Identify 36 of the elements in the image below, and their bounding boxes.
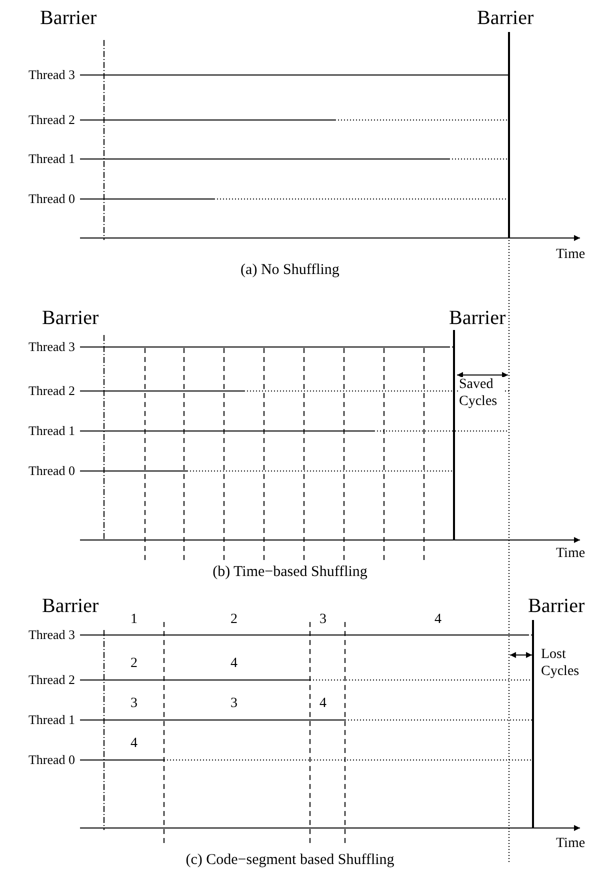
segment-number: 3 bbox=[130, 697, 138, 711]
segment-number: 2 bbox=[130, 657, 138, 671]
interval-label: Lost Cycles bbox=[541, 647, 581, 681]
thread-label: Thread 0 bbox=[28, 753, 75, 766]
axis-label: Time bbox=[556, 837, 586, 851]
barrier-label: Barrier bbox=[42, 596, 99, 616]
thread-label: Thread 3 bbox=[28, 68, 75, 81]
interval-label: Saved Cycles bbox=[459, 377, 505, 411]
thread-label: Thread 0 bbox=[28, 192, 75, 205]
thread-label: Thread 2 bbox=[28, 113, 75, 126]
thread-label: Thread 1 bbox=[28, 424, 75, 437]
segment-number: 3 bbox=[320, 613, 326, 627]
axis-label: Time bbox=[556, 547, 586, 561]
panel-caption: (a) No Shuffling bbox=[240, 263, 340, 278]
thread-label: Thread 3 bbox=[28, 340, 75, 353]
thread-label: Thread 1 bbox=[28, 713, 75, 726]
thread-label: Thread 2 bbox=[28, 673, 75, 686]
axis-label: Time bbox=[556, 248, 586, 262]
barrier-label: Barrier bbox=[449, 308, 506, 328]
segment-number: 2 bbox=[230, 613, 238, 627]
barrier-label: Barrier bbox=[528, 596, 585, 616]
thread-label: Thread 3 bbox=[28, 628, 75, 641]
barrier-label: Barrier bbox=[42, 308, 99, 328]
panel-caption: (b) Time−based Shuffling bbox=[212, 565, 368, 580]
thread-label: Thread 0 bbox=[28, 464, 75, 477]
thread-label: Thread 2 bbox=[28, 384, 75, 397]
segment-number: 3 bbox=[230, 697, 238, 711]
segment-number: 4 bbox=[130, 737, 138, 751]
segment-number: 4 bbox=[230, 657, 238, 671]
barrier-label: Barrier bbox=[477, 8, 534, 28]
segment-number: 4 bbox=[320, 697, 326, 711]
segment-number: 1 bbox=[130, 613, 138, 627]
barrier-label: Barrier bbox=[40, 8, 97, 28]
segment-number: 4 bbox=[434, 613, 442, 627]
thread-label: Thread 1 bbox=[28, 152, 75, 165]
panel-caption: (c) Code−segment based Shuffling bbox=[186, 853, 394, 868]
